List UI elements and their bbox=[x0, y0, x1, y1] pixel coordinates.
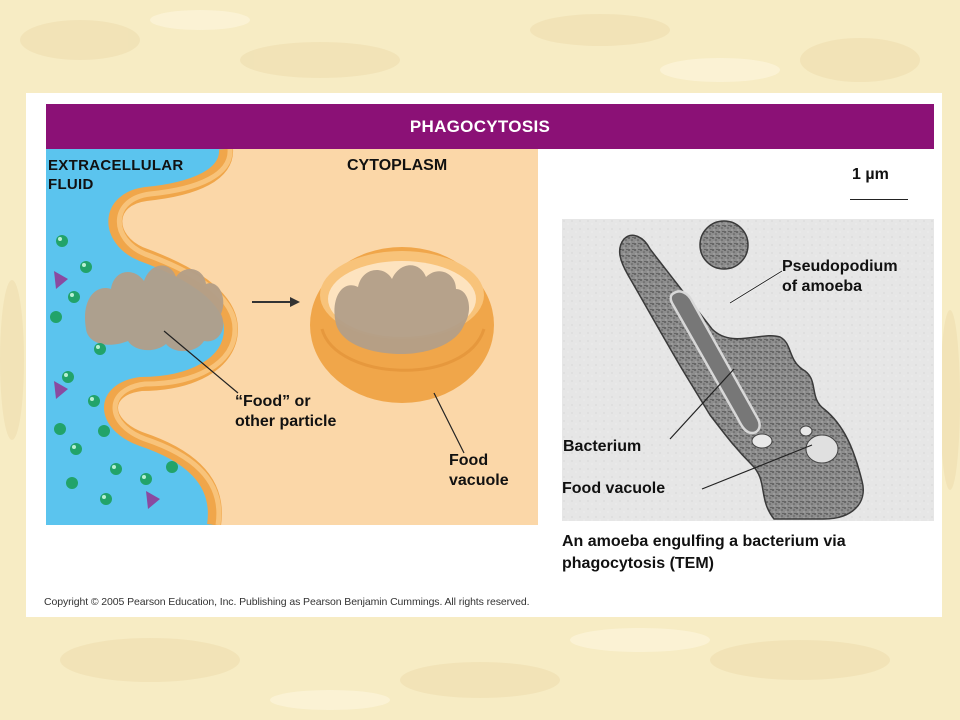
tem-vacuole-1 bbox=[751, 433, 773, 449]
slide-title: PHAGOCYTOSIS bbox=[409, 116, 551, 136]
tem-round-body bbox=[699, 220, 749, 270]
leader-food-vacuole-right bbox=[701, 444, 813, 490]
label-cytoplasm: CYTOPLASM bbox=[347, 157, 448, 174]
leader-bacterium bbox=[669, 368, 735, 440]
label-extracellular-fluid: EXTRACELLULAR FLUID bbox=[48, 157, 184, 193]
tem-vacuole-2 bbox=[805, 434, 839, 464]
cell-membrane-highlight bbox=[112, 149, 238, 525]
copyright-notice: Copyright © 2005 Pearson Education, Inc.… bbox=[44, 596, 530, 608]
label-pseudopodium: Pseudopodium of amoeba bbox=[782, 258, 898, 295]
food-vacuole-contents bbox=[334, 265, 470, 354]
purple-molecules bbox=[54, 271, 160, 509]
scale-bar bbox=[850, 199, 908, 200]
tem-micrograph bbox=[562, 219, 934, 521]
phagocytosis-diagram bbox=[46, 149, 538, 525]
figure-caption: An amoeba engulfing a bacterium via phag… bbox=[562, 533, 846, 572]
title-bar: PHAGOCYTOSIS bbox=[46, 104, 934, 149]
tem-vacuole-3 bbox=[799, 425, 813, 437]
food-particle bbox=[85, 265, 224, 352]
process-arrow-head bbox=[290, 297, 300, 307]
leader-food-particle bbox=[163, 330, 239, 394]
leader-food-vacuole bbox=[433, 392, 465, 454]
label-food-vacuole-right: Food vacuole bbox=[562, 480, 666, 497]
tem-bacterium bbox=[669, 290, 761, 435]
label-bacterium: Bacterium bbox=[563, 438, 642, 455]
slide-panel: PHAGOCYTOSIS bbox=[26, 93, 942, 617]
label-food-vacuole-left: Food vacuole bbox=[449, 452, 509, 489]
food-vacuole-shading bbox=[320, 328, 486, 372]
extracellular-molecules-highlights bbox=[58, 237, 146, 499]
label-scale: 1 µm bbox=[852, 166, 889, 183]
leader-pseudopodium-dark bbox=[729, 270, 783, 304]
label-food-particle: “Food” or other particle bbox=[235, 393, 337, 430]
